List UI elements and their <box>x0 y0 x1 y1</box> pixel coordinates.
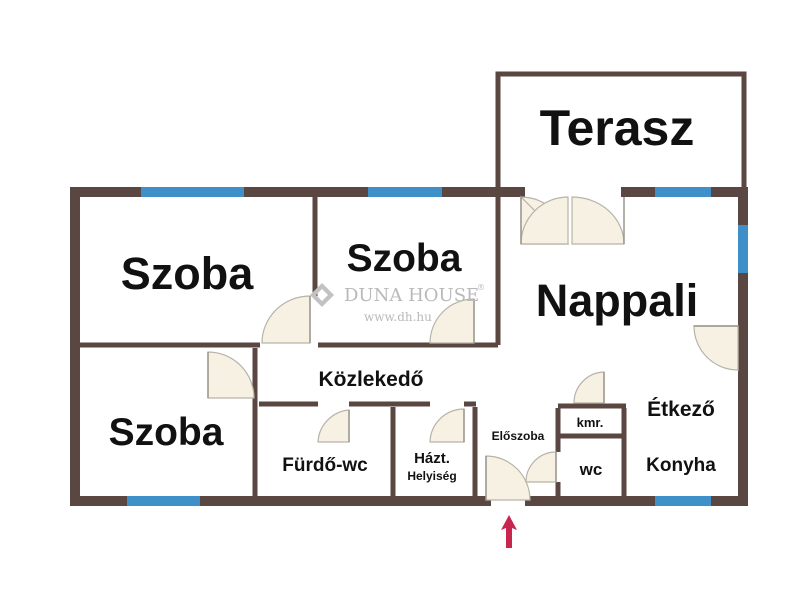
watermark-registered: ® <box>477 283 485 292</box>
door-swing <box>429 408 465 443</box>
room-label-terrace: Terasz <box>540 100 695 156</box>
window <box>738 220 748 278</box>
room-label-room-top-left: Szoba <box>121 248 254 299</box>
door-swing <box>207 351 255 399</box>
window <box>650 187 716 197</box>
room-labels: Terasz Szoba Szoba Nappali Szoba Közleke… <box>109 100 717 483</box>
door-swing <box>485 455 531 501</box>
doors <box>207 195 739 501</box>
windows <box>122 187 748 506</box>
room-label-room-top-middle: Szoba <box>347 237 462 280</box>
door-swing <box>261 295 311 344</box>
door-swing <box>573 371 605 404</box>
room-label-toilet: wc <box>579 460 603 479</box>
watermark-url: www.dh.hu <box>364 310 432 324</box>
room-label-kitchen: Konyha <box>646 455 716 476</box>
door-swing <box>317 409 350 443</box>
interior-walls <box>80 197 627 498</box>
watermark-brand: DUNA HOUSE <box>344 285 479 306</box>
room-label-dining: Étkező <box>647 398 715 421</box>
room-label-utility-line2: Helyiség <box>407 469 456 483</box>
room-label-bathroom: Fürdő-wc <box>282 455 368 476</box>
door-swing <box>525 451 557 483</box>
room-label-utility-line1: Házt. <box>414 450 450 467</box>
exterior-walls <box>70 187 748 506</box>
room-label-room-bottom-left: Szoba <box>109 411 224 454</box>
window <box>363 187 447 197</box>
window <box>122 496 205 506</box>
watermark: DUNA HOUSE ® www.dh.hu <box>310 283 485 324</box>
duna-house-logo-icon <box>310 283 334 307</box>
door-swing <box>520 196 569 245</box>
terrace-walls <box>495 71 747 190</box>
window <box>136 187 249 197</box>
room-label-corridor: Közlekedő <box>318 368 423 391</box>
entrance-arrow-icon <box>501 515 517 548</box>
room-label-living-room: Nappali <box>536 275 699 326</box>
room-label-pantry: kmr. <box>577 415 604 430</box>
window <box>650 496 716 506</box>
room-label-entrance-hall: Előszoba <box>492 429 545 443</box>
door-swing <box>693 325 739 371</box>
door-leaves <box>207 197 738 500</box>
door-swing <box>571 196 625 245</box>
